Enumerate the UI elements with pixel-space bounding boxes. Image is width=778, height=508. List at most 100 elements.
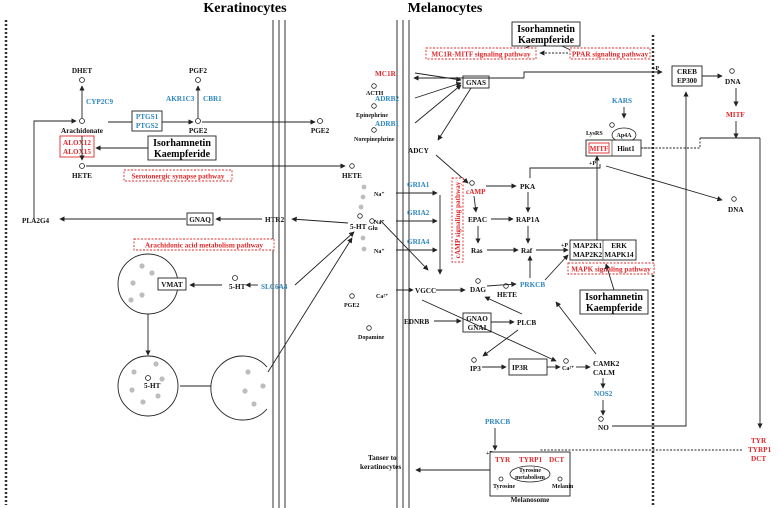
adrb1-label: ADRB1 [375,120,399,128]
htr2-label: HTR2 [265,216,285,224]
raf-label: Raf [521,247,533,255]
compound-right-line2: Kaempferide [586,303,643,314]
mc1r-label: MC1R [375,70,397,78]
melanin-label: Melanin [552,484,574,490]
dopamine-label: Dopamine [358,335,385,341]
arachidonate-node [79,118,85,124]
arachidonic-pathway-box [133,238,275,251]
pla2g4-label: PLA2G4 [22,217,50,225]
5ht-node [232,275,238,281]
tyr-label: TYR [495,456,511,464]
tyrp1-right-label: TYRP1 [748,446,772,454]
keratinocytes-header: Keratinocytes [203,1,287,16]
ca-2-label: Ca²⁺ [562,366,574,372]
map2k2-label: MAP2K2 [573,251,603,259]
dna-2-label: DNA [728,206,744,214]
pgf2-node [195,77,201,83]
prkcb-label: PRKCB [520,281,545,289]
epac-label: EPAC [468,216,487,224]
transfer-label-1: Tanser to [368,454,397,462]
na-3-label: Na⁺ [374,249,385,255]
gnas-label: GNAS [466,79,486,87]
melanocytes-header: Melanocytes [408,1,483,16]
ca-1-label: Ca²⁺ [376,294,388,300]
5ht-mid-label: 5-HT [350,223,367,231]
hint1-label: Hint1 [617,145,635,153]
ap4a-label: Ap4A [616,133,632,139]
5ht-label: 5-HT [229,283,246,291]
5ht-lower-label: 5-HT [144,382,161,390]
ip3r-label: IP3R [512,364,529,372]
camp-pathway-box [451,177,464,263]
alox15-label: ALOX15 [63,148,91,156]
compound-left-line2: Kaempferide [154,149,211,160]
tyrosine-metabolism-label-2: metabolism [515,475,545,481]
exocytosis-vesicle [210,355,268,421]
ppar-pathway-label: PPAR signaling pathway [572,51,649,59]
gnaq-box [186,212,214,226]
tyrosine-metabolism-label-1: Tyrosine [519,468,541,474]
dhet-label: DHET [72,67,93,75]
pge2-label: PGE2 [189,127,208,135]
hete-node [79,163,85,169]
ppar-pathway-box [569,47,651,60]
camp-pathway-label: cAMP signaling pathway [454,181,462,258]
prkcb-2-label: PRKCB [485,418,510,426]
compound-right-line1: Isorhamnetin [585,292,643,303]
slc6a4-label: SLC6A4 [261,283,288,291]
mapk-pathway-box [567,262,655,275]
mc1r-mitf-pathway-box [425,47,537,60]
map2k1-label: MAP2K1 [573,242,603,250]
ptgs-box [131,110,163,132]
calm-label: CALM [593,369,615,377]
tyrp1-label: TYRP1 [519,456,543,464]
camp-label: cAMP [466,188,486,196]
gria2-label: GRIA2 [407,209,430,217]
epinephrine-label: Epinephrine [356,113,388,119]
ip3-label: IP3 [470,365,481,373]
tyrosine-metabolism-ellipse [509,465,551,483]
compound-top-line1: Isorhamnetin [517,24,575,35]
dna-1-label: DNA [725,78,741,86]
keratinocyte-membrane [272,20,286,508]
norepinephrine-label: Norepinephrine [354,137,395,143]
serotonergic-pathway-box [123,169,233,182]
adrb2-label: ADRB2 [375,95,399,103]
erk-label: ERK [611,242,627,250]
pge2-node [195,118,201,124]
gnao-label: GNAO [466,315,488,323]
compound-box-left [147,135,217,161]
alox-box [59,135,95,158]
acth-label: ACTH [366,91,384,97]
ep300-label: EP300 [677,77,697,85]
nos2-label: NOS2 [594,390,613,398]
transfer-label-2: keratinocytes [360,463,401,471]
pge2-right-label: PGE2 [311,127,330,135]
hete-label: HETE [72,172,92,180]
hete-mid-label: HETE [342,172,362,180]
gnao-gnai-box [462,312,492,333]
dhet-node [79,77,85,83]
gria4-label: GRIA4 [407,238,430,246]
tyrosine-label: Tyrosine [493,484,515,490]
creb-label: CREB [677,68,697,76]
plus-p-3: +P [589,161,596,167]
mc1r-mitf-pathway-label: MC1R-MITF signaling pathway [431,51,531,59]
plcb-label: PLCB [517,319,536,327]
pgf2-label: PGF2 [189,67,207,75]
alox12-label: ALOX12 [63,139,91,147]
ednrb-label: EDNRB [404,318,429,326]
melanocyte-membrane [396,20,410,508]
na-2-label: Na⁺ [374,220,385,226]
mapk14-label: MAPK14 [604,251,634,259]
mitf-right-label: MITF [726,111,745,119]
vgcc-label: VGCC [415,287,436,295]
arachidonic-pathway-label: Arachidonic acid metabolism pathway [145,242,263,250]
glu-label: Glu [368,226,378,232]
mapk-pathway-label: MAPK signaling pathway [571,266,651,274]
pka-label: PKA [520,183,536,191]
vmat-box [157,277,187,291]
gnai-label: GNAI [468,324,487,332]
